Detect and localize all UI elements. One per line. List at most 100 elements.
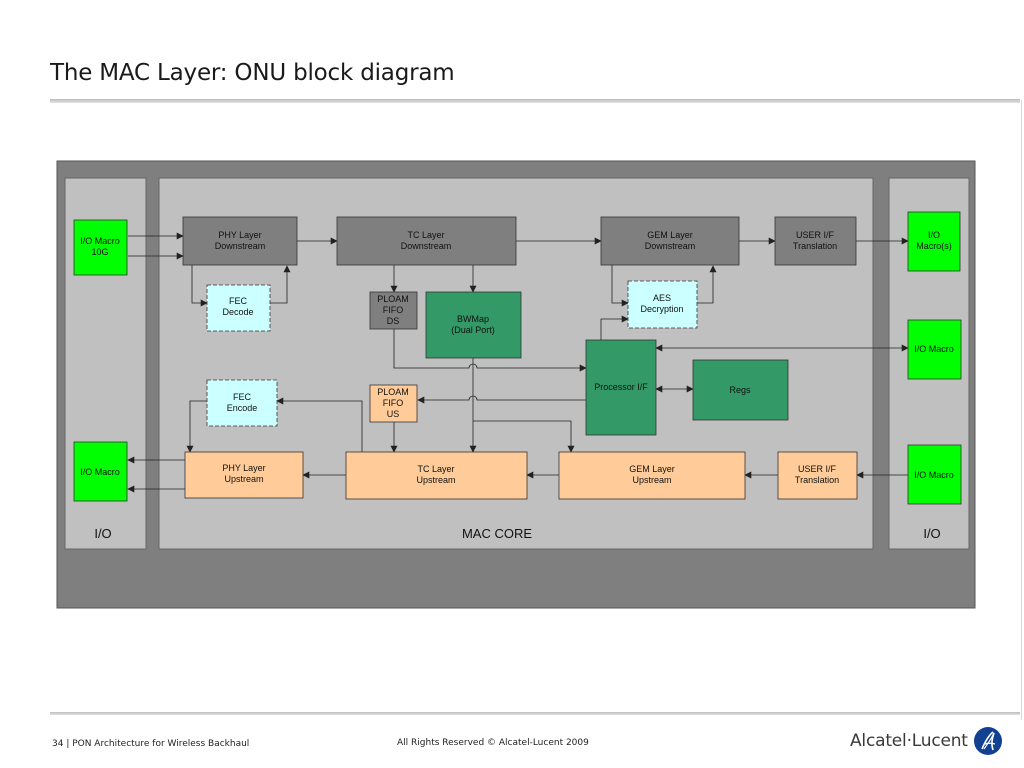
ploam-ds-line2: FIFO bbox=[383, 305, 404, 315]
user-us-line2: Translation bbox=[795, 475, 839, 485]
arrow-phyds-to-fecdecode bbox=[191, 265, 208, 307]
regs: Regs bbox=[692, 359, 789, 421]
user-us-line1: USER I/F bbox=[798, 464, 837, 474]
tc-us-line2: Upstream bbox=[416, 475, 455, 485]
gem-us-line1: GEM Layer bbox=[629, 464, 675, 474]
tc-ds-line1: TC Layer bbox=[407, 230, 444, 240]
alcatel-lucent-swirl-icon bbox=[973, 727, 1002, 755]
ploam-ds-line3: DS bbox=[387, 316, 400, 326]
svg-text:BWMap(Dual Port): BWMap(Dual Port) bbox=[451, 314, 495, 335]
tc-ds-line2: Downstream bbox=[401, 241, 452, 251]
fec-decode-line2: Decode bbox=[222, 307, 253, 317]
alcatel-lucent-logo: Alcatel·Lucent bbox=[850, 726, 1003, 756]
arrow-fecdecode-to-phyds bbox=[270, 265, 291, 304]
gem-ds-line1: GEM Layer bbox=[647, 230, 693, 240]
svg-text:I/O Macro: I/O Macro bbox=[914, 344, 954, 354]
arrow-ploamds-to-processor bbox=[393, 329, 587, 372]
arrow-fecencode-to-phyus bbox=[186, 400, 207, 453]
phy-ds-line2: Downstream bbox=[215, 241, 266, 251]
io-macro-right-bottom-line1: I/O Macro bbox=[914, 470, 954, 480]
slide-edge-line bbox=[1021, 100, 1022, 720]
arrow-bwmap-to-gemus bbox=[473, 420, 575, 453]
aes-line1: AES bbox=[653, 293, 671, 303]
io-macro-right-mid: I/O Macro bbox=[907, 319, 962, 380]
processor-line1: Processor I/F bbox=[594, 382, 648, 392]
phy-ds-line1: PHY Layer bbox=[218, 230, 261, 240]
io-macros-line1: I/O bbox=[928, 230, 940, 240]
tc-us-line1: TC Layer bbox=[417, 464, 454, 474]
user-ds-line2: Translation bbox=[793, 241, 837, 251]
regs-line1: Regs bbox=[729, 385, 751, 395]
ploam-ds-line1: PLOAM bbox=[377, 294, 409, 304]
ploam-us-line3: US bbox=[387, 409, 400, 419]
gem-ds-line2: Downstream bbox=[645, 241, 696, 251]
bwmap-dual-port: BWMap(Dual Port) bbox=[425, 291, 522, 359]
phy-us-line2: Upstream bbox=[224, 474, 263, 484]
footer-divider bbox=[50, 712, 1020, 715]
connectors bbox=[127, 232, 909, 493]
ploam-us-line1: PLOAM bbox=[377, 387, 409, 397]
fec-encode-line1: FEC bbox=[233, 392, 252, 402]
io-macro-left-bottom: I/O Macro bbox=[73, 441, 128, 502]
aes-line2: Decryption bbox=[640, 304, 683, 314]
io-macro-right-bottom: I/O Macro bbox=[907, 444, 962, 505]
svg-text:Processor I/F: Processor I/F bbox=[594, 382, 648, 392]
title-divider bbox=[50, 99, 1020, 103]
arrow-tcus-to-fecencode bbox=[276, 397, 363, 452]
fec-decode-line1: FEC bbox=[229, 296, 248, 306]
label-io-right: I/O bbox=[923, 526, 940, 541]
arrow-processor-to-aes bbox=[600, 315, 629, 340]
svg-text:Regs: Regs bbox=[729, 385, 751, 395]
footer-slide-info: 34 | PON Architecture for Wireless Backh… bbox=[52, 739, 250, 749]
io-macro-left-bottom-line1: I/O Macro bbox=[80, 467, 120, 477]
svg-text:I/O Macro: I/O Macro bbox=[914, 470, 954, 480]
bwmap-line2: (Dual Port) bbox=[451, 325, 495, 335]
slide-title: The MAC Layer: ONU block diagram bbox=[50, 60, 455, 86]
bwmap-line1: BWMap bbox=[457, 314, 489, 324]
label-mac-core: MAC CORE bbox=[462, 526, 532, 541]
io-macro-10g-line1: I/O Macro bbox=[80, 236, 120, 246]
fec-encode-line2: Encode bbox=[227, 403, 258, 413]
processor-if: Processor I/F bbox=[585, 339, 657, 436]
gem-us-line2: Upstream bbox=[632, 475, 671, 485]
logo-wordmark: Alcatel·Lucent bbox=[850, 731, 968, 751]
footer-copyright: All Rights Reserved © Alcatel-Lucent 200… bbox=[397, 738, 589, 748]
io-macro-right-mid-line1: I/O Macro bbox=[914, 344, 954, 354]
phy-us-line1: PHY Layer bbox=[222, 463, 265, 473]
io-macro-10g-line2: 10G bbox=[91, 247, 108, 257]
svg-text:I/O Macro: I/O Macro bbox=[80, 467, 120, 477]
label-io-left: I/O bbox=[94, 526, 111, 541]
ploam-us-line2: FIFO bbox=[383, 398, 404, 408]
arrow-gemds-to-aes bbox=[611, 265, 629, 307]
